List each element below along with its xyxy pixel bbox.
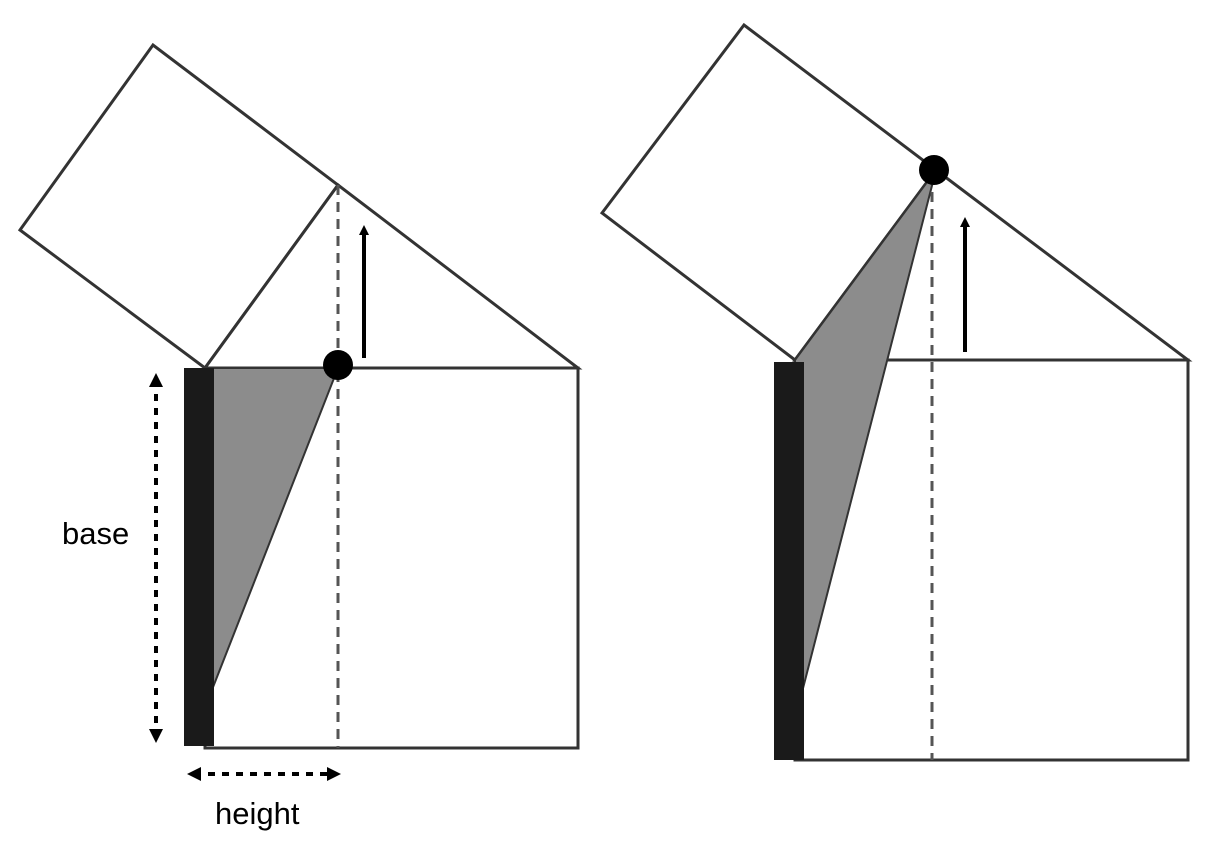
left-figure: base height bbox=[17, 42, 583, 831]
hypotenuse-square bbox=[793, 358, 1190, 762]
shear-point bbox=[323, 350, 353, 380]
side-bar bbox=[184, 368, 214, 746]
height-label: height bbox=[215, 796, 300, 831]
side-bar bbox=[774, 362, 804, 760]
base-label: base bbox=[62, 516, 129, 551]
shear-point bbox=[919, 155, 949, 185]
right-figure bbox=[599, 22, 1193, 762]
